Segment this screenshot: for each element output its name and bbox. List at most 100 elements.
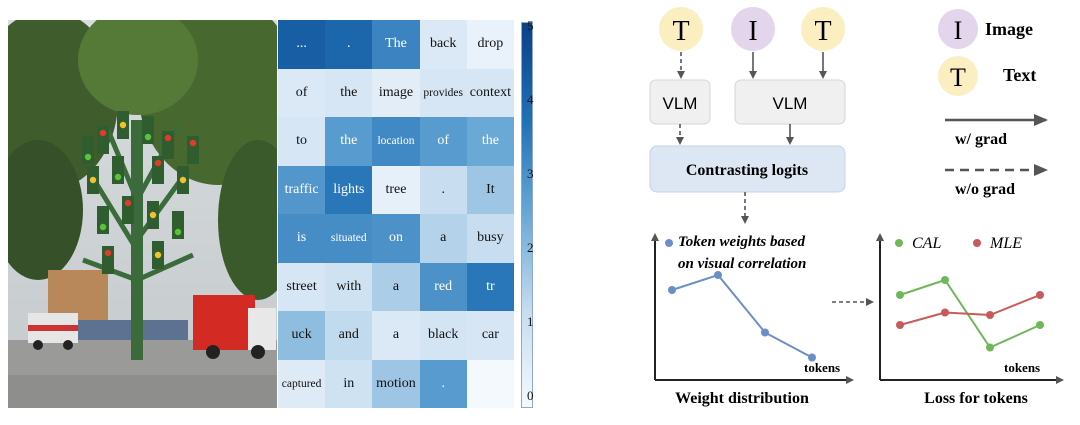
heatmap-cell: is: [278, 214, 326, 263]
weight-point: [668, 286, 676, 294]
traffic-light-tree-photo: [8, 20, 277, 408]
traffic-light-lamp: [154, 159, 162, 167]
traffic-light-lamp: [99, 129, 107, 137]
cal-point: [941, 276, 949, 284]
heatmap-cell: lights: [325, 165, 373, 214]
heatmap-cell: tr: [466, 262, 514, 311]
heatmap-cell: the: [325, 117, 373, 166]
x-axis-label: tokens: [804, 360, 840, 375]
legend-text-label: Text: [1003, 65, 1036, 85]
colorbar-tick: 5: [527, 18, 534, 33]
text-token-node: [659, 7, 703, 51]
colorbar-tick: 0: [527, 388, 534, 403]
heatmap-cell: a: [419, 214, 467, 263]
legend-mle-label: MLE: [989, 235, 1022, 252]
heatmap-cell: street: [278, 262, 326, 311]
heatmap-cell: motion: [372, 359, 420, 408]
traffic-light-lamp: [189, 139, 197, 147]
text-token-node-2: [801, 7, 845, 51]
heatmap-cell: the: [325, 68, 373, 117]
heatmap-cell: to: [278, 117, 326, 166]
heatmap-cell: and: [325, 311, 373, 360]
loss-chart: CAL MLE tokens Loss for tokens: [876, 233, 1064, 407]
legend-line-2: on visual correlation: [678, 256, 806, 272]
heatmap-cell: [466, 359, 514, 408]
legend-cal-label: CAL: [912, 235, 941, 252]
heatmap-cell: busy: [466, 214, 514, 263]
heatmap-cell: image: [372, 68, 420, 117]
heatmap-cell: ...: [278, 20, 326, 69]
traffic-light-lamp: [89, 176, 97, 184]
legend-grad-label: w/ grad: [955, 131, 1007, 148]
colorbar-tick: 1: [527, 314, 534, 329]
heatmap-cell: a: [372, 311, 420, 360]
cal-point: [986, 343, 994, 352]
heatmap-cell: black: [419, 311, 467, 360]
heatmap-cell: provides: [419, 68, 467, 117]
legend-marker: [665, 239, 673, 247]
heatmap-cell: car: [466, 311, 514, 360]
heatmap-cell: uck: [278, 311, 326, 360]
heatmap-cell: of: [419, 117, 467, 166]
image-token-symbol: I: [748, 16, 757, 47]
legend-cal-marker: [895, 239, 903, 247]
heatmap-cell: captured: [278, 359, 326, 408]
vlm-label-2: VLM: [773, 94, 808, 113]
heatmap-cell: drop: [466, 20, 514, 69]
heatmap-cell: location: [372, 117, 420, 166]
heatmap-cell: It: [466, 165, 514, 214]
mle-point: [1036, 291, 1044, 299]
legend-image-label: Image: [985, 19, 1033, 39]
traffic-light-lamp: [144, 133, 152, 141]
traffic-light-lamp: [179, 176, 187, 184]
contrasting-logits-box: [649, 145, 846, 193]
method-diagram: T I T VLM VLM Contrasting logits I Image…: [649, 7, 1064, 407]
cal-point: [896, 291, 904, 299]
traffic-light-lamp: [104, 249, 112, 257]
mle-point: [896, 321, 904, 329]
weight-point: [714, 271, 722, 279]
legend-image-node: [938, 9, 978, 49]
traffic-light-lamp: [119, 121, 127, 129]
contrasting-logits-label: Contrasting logits: [686, 162, 808, 179]
x-axis-label-2: tokens: [1004, 360, 1040, 375]
traffic-light-lamp: [154, 251, 162, 259]
weight-line: [671, 273, 813, 359]
heatmap-cell: .: [419, 359, 467, 408]
traffic-light-lamp: [174, 228, 182, 236]
weight-distribution-chart: Token weights based on visual correlatio…: [651, 233, 854, 407]
traffic-light-lamp: [149, 211, 157, 219]
cal-point: [1036, 321, 1044, 329]
traffic-light-lamp: [99, 223, 107, 231]
heatmap-cell: a: [372, 262, 420, 311]
heatmap-cell: The: [372, 20, 420, 69]
heatmap-cell: in: [325, 359, 373, 408]
heatmap-cell: context: [466, 68, 514, 117]
legend-mle-marker: [973, 239, 981, 247]
legend-text-symbol: T: [950, 63, 966, 92]
heatmap-cell: the: [466, 117, 514, 166]
heatmap-cell: .: [325, 20, 373, 69]
legend-image-symbol: I: [954, 16, 963, 45]
heatmap-cell: back: [419, 20, 467, 69]
heatmap-cell: red: [419, 262, 467, 311]
colorbar: [521, 22, 533, 408]
colorbar-tick: 2: [527, 240, 534, 255]
text-token-symbol-2: T: [814, 16, 831, 47]
vlm-label: VLM: [663, 94, 698, 113]
traffic-light-lamp: [84, 153, 92, 161]
image-token-node: [731, 7, 775, 51]
mle-line: [899, 294, 1041, 326]
heatmap-cell: tree: [372, 165, 420, 214]
heatmap-cell: traffic: [278, 165, 326, 214]
weight-point: [808, 353, 816, 362]
colorbar-tick: 4: [527, 92, 534, 107]
colorbar-tick: 3: [527, 166, 534, 181]
legend-line-1: Token weights based: [678, 234, 805, 250]
heatmap-cell: with: [325, 262, 373, 311]
traffic-light-lamp: [114, 173, 122, 181]
weight-point: [761, 328, 769, 337]
mle-point: [941, 308, 949, 317]
chart-caption-2: Loss for tokens: [924, 390, 1028, 407]
